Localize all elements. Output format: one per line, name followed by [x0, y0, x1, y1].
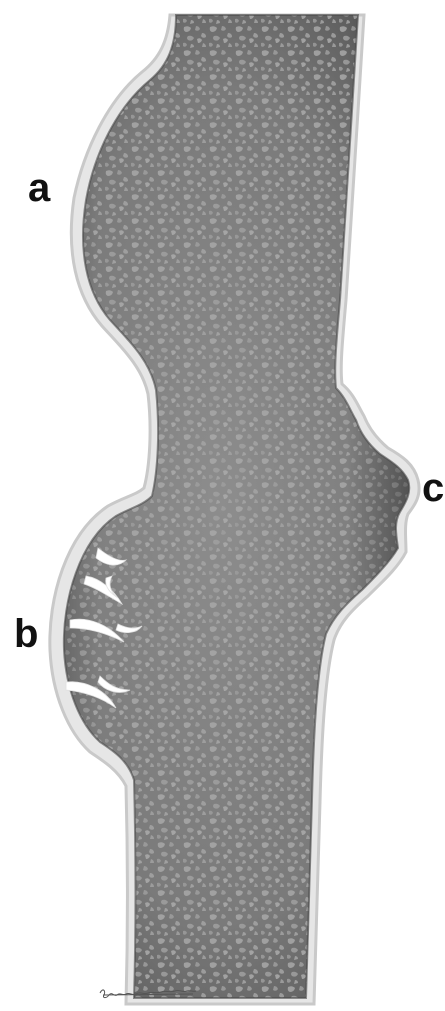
label-c: c	[422, 468, 444, 508]
label-b: b	[14, 614, 38, 654]
label-a: a	[28, 168, 50, 208]
